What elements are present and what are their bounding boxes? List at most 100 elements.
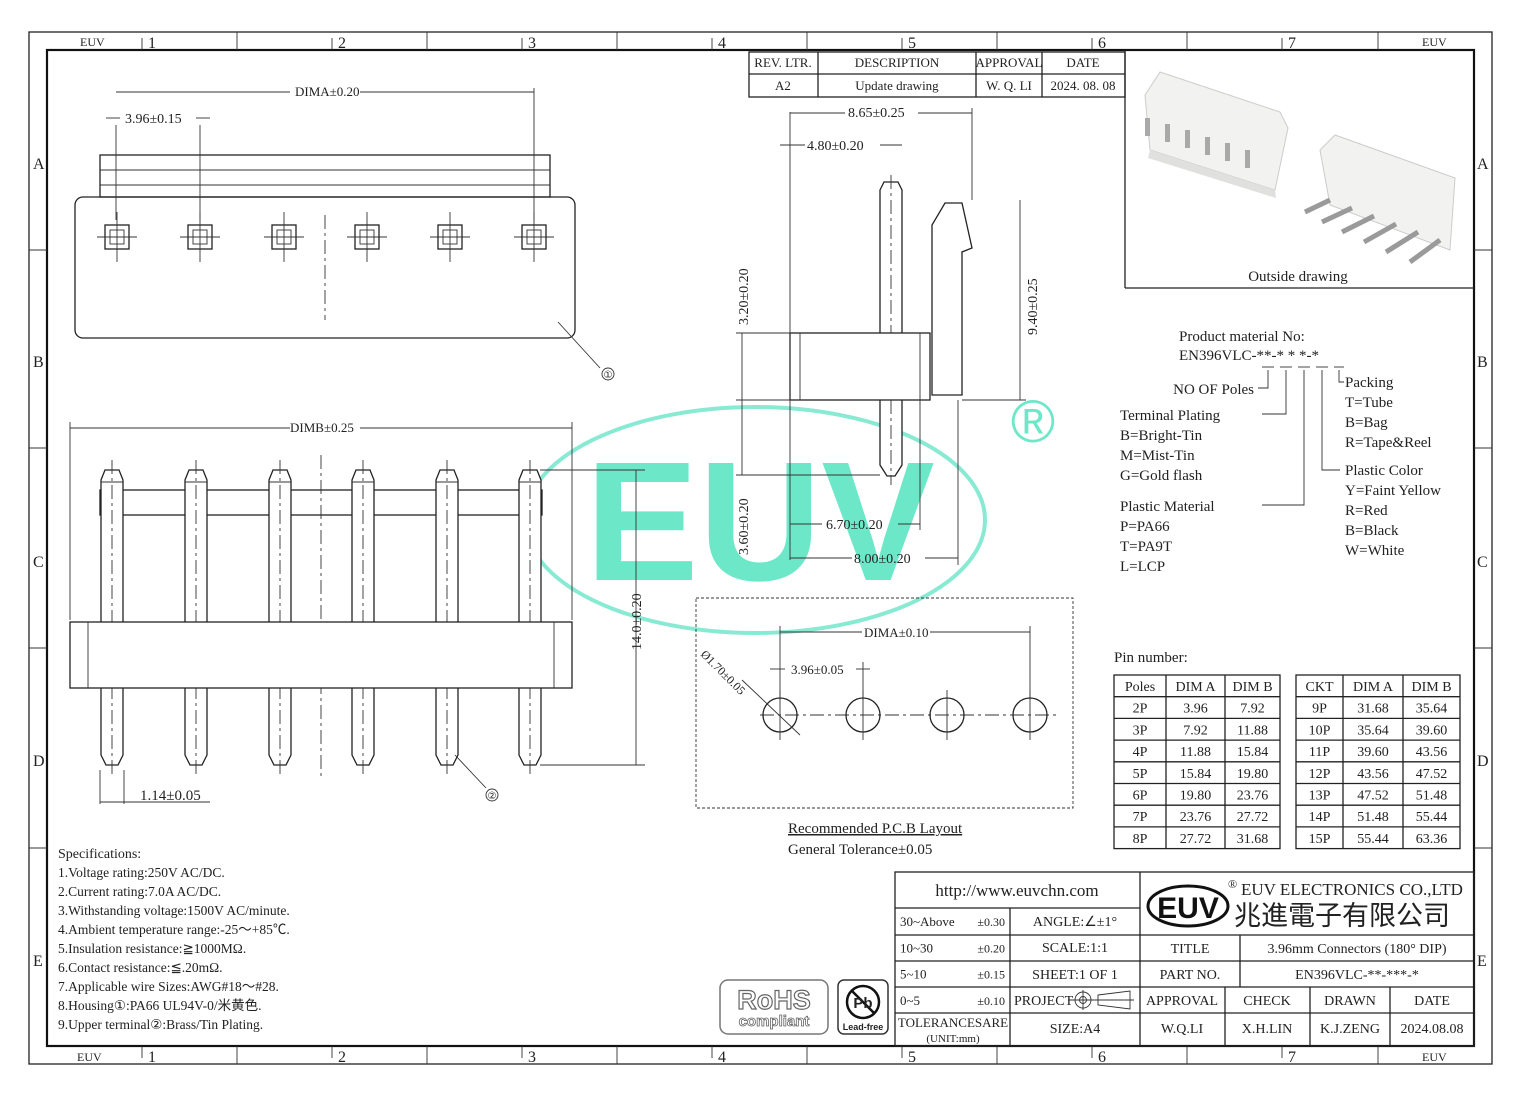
pin-table-header: Poles bbox=[1125, 680, 1155, 695]
euv-logo: EUV bbox=[1146, 884, 1230, 928]
dim-label: 3.96±0.05 bbox=[791, 662, 844, 677]
pm-option: W=White bbox=[1345, 543, 1405, 559]
company-name-cn: 兆進電子有限公司 bbox=[1234, 901, 1450, 932]
sheet: SHEET:1 OF 1 bbox=[1032, 968, 1118, 983]
column-label: 3 bbox=[528, 1049, 536, 1066]
pin-table-cell-right: 31.68 bbox=[1357, 702, 1389, 717]
pin-table-cell-left: 11.88 bbox=[1180, 745, 1211, 760]
dim-label: 3.20±0.20 bbox=[737, 268, 752, 325]
revision-table: REV. LTR. DESCRIPTION APPROVAL DATE A2 U… bbox=[748, 51, 1126, 98]
connector-photo-2 bbox=[1303, 134, 1456, 265]
pin-table-cell-right: 9P bbox=[1312, 702, 1327, 717]
rev-letter: A2 bbox=[775, 78, 791, 93]
column-label: 2 bbox=[338, 35, 346, 52]
company-name-en: EUV ELECTRONICS CO.,LTD bbox=[1241, 880, 1463, 899]
pin bbox=[100, 460, 124, 775]
company-url[interactable]: http://www.euvchn.com bbox=[935, 881, 1098, 900]
column-label: 4 bbox=[718, 1049, 726, 1066]
pm-plastic-color: Plastic Color bbox=[1345, 463, 1423, 479]
pin-square bbox=[264, 212, 304, 262]
pin-table-cell-left: 8P bbox=[1133, 832, 1148, 847]
pin-table-cell-right: 39.60 bbox=[1357, 745, 1389, 760]
dim-label: DIMA±0.10 bbox=[864, 625, 929, 640]
spec-item: 7.Applicable wire Sizes:AWG#18～#28. bbox=[58, 979, 279, 994]
product-material-code: Product material No: EN396VLC-**-* * *-*… bbox=[1120, 329, 1441, 575]
pin bbox=[518, 460, 542, 775]
rohs-text: RoHS bbox=[737, 985, 811, 1015]
registered-mark: ® bbox=[1228, 877, 1237, 891]
pm-option: P=PA66 bbox=[1120, 519, 1170, 535]
pm-option: L=LCP bbox=[1120, 559, 1165, 575]
row-label: C bbox=[33, 554, 44, 571]
pcb-hole bbox=[929, 690, 965, 740]
pin-table-cell-right: 14P bbox=[1309, 810, 1331, 825]
tolerance-range: 0~5 bbox=[900, 993, 920, 1008]
rev-approval: W. Q. LI bbox=[986, 78, 1032, 93]
angle: ANGLE:∠±1° bbox=[1033, 915, 1117, 930]
pm-code: EN396VLC-**-* * *-* bbox=[1179, 348, 1319, 364]
column-label: 2 bbox=[338, 1049, 346, 1066]
pm-option: B=Bright-Tin bbox=[1120, 428, 1203, 444]
pin-table-cell-right: 51.48 bbox=[1357, 810, 1389, 825]
tolerance-value: ±0.20 bbox=[977, 941, 1005, 955]
callout-2: ② bbox=[488, 791, 497, 802]
dim-label: 6.70±0.20 bbox=[826, 518, 883, 533]
callout-1: ① bbox=[604, 370, 613, 381]
pcb-caption: Recommended P.C.B Layout bbox=[788, 821, 963, 837]
pin-table-cell-left: 2P bbox=[1133, 702, 1148, 717]
pin bbox=[435, 460, 459, 775]
pin-square bbox=[347, 212, 387, 262]
pin-table-header: DIM A bbox=[1175, 680, 1216, 695]
pb-sub: Lead-free bbox=[843, 1022, 884, 1032]
corner-label: EUV bbox=[1422, 1050, 1447, 1064]
pin-table-cell-left: 15.84 bbox=[1237, 745, 1269, 760]
pm-packing: Packing bbox=[1345, 375, 1394, 391]
pin-table-cell-left: 6P bbox=[1133, 789, 1148, 804]
pin-table-cell-left: 3P bbox=[1133, 723, 1148, 738]
row-label: D bbox=[1477, 753, 1489, 770]
watermark-text: EUV bbox=[585, 427, 935, 617]
pin-table-header: DIM A bbox=[1353, 680, 1394, 695]
part-value: EN396VLC-**-***-* bbox=[1295, 968, 1419, 983]
title-block: http://www.euvchn.com 30~Above±0.3010~30… bbox=[894, 871, 1475, 1047]
pin-table-cell-right: 35.64 bbox=[1357, 723, 1389, 738]
tolerances-label: TOLERANCESARE bbox=[898, 1015, 1008, 1030]
tolerance-value: ±0.10 bbox=[977, 994, 1005, 1008]
dim-label: 8.00±0.20 bbox=[854, 552, 911, 567]
outside-drawing: Outside drawing bbox=[1124, 50, 1474, 289]
column-label: 3 bbox=[528, 35, 536, 52]
pin-table-cell-left: 19.80 bbox=[1237, 767, 1269, 782]
pin bbox=[351, 460, 375, 775]
spec-item: 9.Upper terminal②:Brass/Tin Plating. bbox=[58, 1017, 263, 1032]
pin-table-cell-left: 11.88 bbox=[1237, 723, 1268, 738]
pin-square bbox=[97, 212, 137, 262]
pin-table-cell-right: 55.44 bbox=[1416, 810, 1448, 825]
pin-table-cell-right: 63.36 bbox=[1416, 832, 1448, 847]
spec-item: 3.Withstanding voltage:1500V AC/minute. bbox=[58, 903, 290, 918]
pm-option: T=PA9T bbox=[1120, 539, 1172, 555]
pin-table-cell-right: 35.64 bbox=[1416, 702, 1448, 717]
pm-plastic-material: Plastic Material bbox=[1120, 499, 1215, 515]
pin-table-cell-left: 27.72 bbox=[1237, 810, 1269, 825]
dim-label: 1.14±0.05 bbox=[140, 788, 201, 804]
pin-table-cell-right: 51.48 bbox=[1416, 789, 1448, 804]
row-label: A bbox=[1477, 156, 1489, 173]
pin-table-cell-left: 23.76 bbox=[1180, 810, 1212, 825]
rev-header: DESCRIPTION bbox=[855, 55, 940, 70]
pin-square bbox=[180, 212, 220, 262]
sign-value: X.H.LIN bbox=[1242, 1022, 1293, 1037]
pin-table-cell-left: 23.76 bbox=[1237, 789, 1269, 804]
unit-label: (UNIT:mm) bbox=[926, 1033, 980, 1045]
tolerance-value: ±0.30 bbox=[977, 915, 1005, 929]
sign-value: W.Q.LI bbox=[1161, 1022, 1204, 1037]
lead-free-badge: Pb Lead-free bbox=[837, 979, 889, 1035]
pin-table-cell-right: 12P bbox=[1309, 767, 1331, 782]
rev-description: Update drawing bbox=[855, 78, 939, 93]
pm-option: M=Mist-Tin bbox=[1120, 448, 1195, 464]
column-label: 6 bbox=[1098, 1049, 1106, 1066]
pm-no-of-poles: NO OF Poles bbox=[1173, 382, 1254, 398]
spec-item: 6.Contact resistance:≦.20mΩ. bbox=[58, 960, 223, 975]
